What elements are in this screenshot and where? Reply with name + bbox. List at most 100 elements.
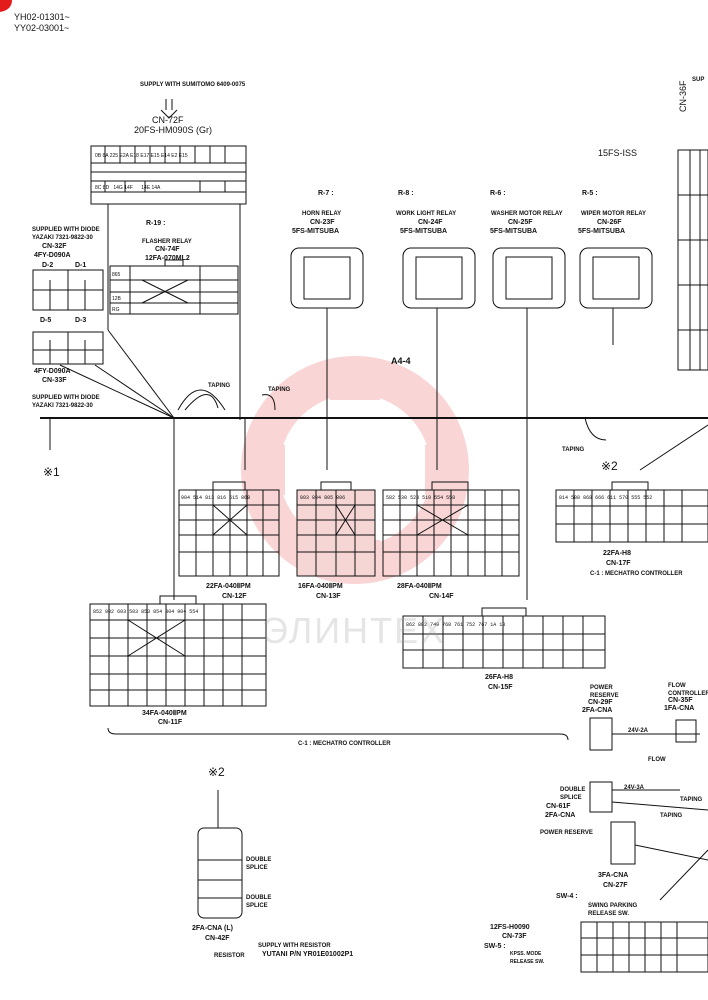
diode-top-note1: SUPPLIED WITH DIODE <box>32 227 100 233</box>
flow-tag: FLOW <box>648 757 666 763</box>
cn11-pins: 852 902 603 503 853 854 804 904 554 <box>93 609 199 615</box>
taping-label-1: TAPING <box>208 383 231 389</box>
diode-bottom-note2: YAZAKI 7321-9822-30 <box>32 403 93 409</box>
cn29-label: CN-29F <box>588 699 613 706</box>
model-range-2: YY02-03001~ <box>14 23 70 33</box>
diode-d2-label: D-2 <box>42 262 54 269</box>
cn73-label: CN-73F <box>502 933 527 940</box>
relay-r8-cn: CN-24F <box>418 219 443 226</box>
relay-r5-cn: CN-26F <box>597 219 622 226</box>
diode-bottom-note1: SUPPLIED WITH DIODE <box>32 395 100 401</box>
taping-label-2: TAPING <box>268 387 291 393</box>
watermark-text: ЭЛИНТЕХ <box>262 610 447 651</box>
diode-d1-label: D-1 <box>75 262 87 269</box>
ref-mark-2: ※2 <box>601 459 618 473</box>
cn42-label: CN-42F <box>205 935 230 942</box>
harness-label: A4-4 <box>391 356 411 366</box>
model-range-1: YH02-01301~ <box>14 12 70 22</box>
sup-label: SUP <box>692 77 705 83</box>
relay-r6-ref: R-6 : <box>490 190 506 197</box>
cn36-connector <box>677 149 708 371</box>
cn35-type: 1FA-CNA <box>664 705 695 712</box>
cn11-connector <box>89 603 267 707</box>
sw4-name: SWING PARKING RELEASE SW. <box>588 903 638 917</box>
resistor-supply: SUPPLY WITH RESISTOR <box>258 943 331 949</box>
power-reserve-2: POWER RESERVE <box>540 830 593 836</box>
cn36-type: 15FS-ISS <box>598 148 638 158</box>
voltage-tag-2: 24V-3A <box>624 785 645 791</box>
cn12-label: CN-12F <box>222 593 247 600</box>
flow-controller: FLOW CONTROLLER <box>668 683 708 697</box>
relay-r5-name: WIPER MOTOR RELAY <box>581 211 647 217</box>
relay-r7-name: HORN RELAY <box>302 211 342 217</box>
sw5-label: SW-5 : <box>484 943 506 950</box>
resistor-label: RESISTOR <box>214 953 245 959</box>
diode-top-cn: CN-32F <box>42 243 67 250</box>
cn27-connector <box>610 821 636 865</box>
cn11-label: CN-11F <box>158 719 183 726</box>
relay-r8-ref: R-8 : <box>398 190 414 197</box>
relay-r8-name: WORK LIGHT RELAY <box>396 211 457 217</box>
relay-r6-name: WASHER MOTOR RELAY <box>491 211 563 217</box>
relay-r6-cn: CN-25F <box>508 219 533 226</box>
taping-right-2: TAPING <box>660 813 683 819</box>
cn61-type: 2FA-CNA <box>545 812 576 819</box>
cn35-connector <box>675 719 697 743</box>
corner-mark <box>0 0 12 12</box>
taping-right-1: TAPING <box>680 797 703 803</box>
diode-bottom-type: 4FY-D090A <box>34 368 71 375</box>
cn17-note: C-1 : MECHATRO CONTROLLER <box>590 571 683 577</box>
cn42-type: 2FA-CNA (L) <box>192 925 233 932</box>
cn61-label: CN-61F <box>546 803 571 810</box>
sw5-name: KPSS. MODE RELEASE SW. <box>510 951 545 965</box>
resistor-part: YUTANI P/N YR01E01002P1 <box>262 951 354 958</box>
cn74-pin-3: RG <box>112 307 120 313</box>
relay-cn24 <box>402 247 476 309</box>
cn36-label: CN-36F <box>678 80 688 112</box>
ref-mark-1: ※1 <box>43 465 60 479</box>
cn29-connector <box>589 717 613 751</box>
cn72-pins-row2: 8C 8D 14G 14F 14E 14A <box>95 185 161 191</box>
controller-label: C-1 : MECHATRO CONTROLLER <box>298 741 391 747</box>
flasher-type: 12FA-070ML2 <box>145 255 190 262</box>
flasher-name: FLASHER RELAY <box>142 239 192 245</box>
cn29-type: 2FA-CNA <box>582 707 613 714</box>
cn12-type: 22FA-040ⅡPM <box>206 583 251 590</box>
cn72-type: 20FS-HM090S (Gr) <box>134 125 213 135</box>
voltage-tag-1: 24V-2A <box>628 728 649 734</box>
diode-d5-label: D-5 <box>40 317 52 324</box>
diode-d3-label: D-3 <box>75 317 87 324</box>
relay-cn25 <box>492 247 566 309</box>
cn74-pin-1: 865 <box>112 272 121 278</box>
diode-top-type: 4FY-D090A <box>34 252 71 259</box>
taping-label-3: TAPING <box>562 447 585 453</box>
cn15-type: 26FA-H8 <box>485 674 514 681</box>
cn27-type: 3FA-CNA <box>598 872 629 879</box>
relay-r5-type: 5FS-MITSUBA <box>578 228 626 235</box>
sw4-label: SW-4 : <box>556 893 578 900</box>
flasher-ref: R-19 : <box>146 220 166 227</box>
cn14-label: CN-14F <box>429 593 454 600</box>
cn74-connector <box>109 265 239 315</box>
relay-r7-type: 5FS-MITSUBA <box>292 228 340 235</box>
cn72-label: CN-72F <box>152 115 184 125</box>
cn13-type: 16FA-040ⅡPM <box>298 583 343 590</box>
relay-r5-ref: R-5 : <box>582 190 598 197</box>
double-splice-3: DOUBLE SPLICE <box>560 787 586 801</box>
cn42-splice <box>197 827 243 919</box>
cn27-label: CN-27F <box>603 882 628 889</box>
cn73-type: 12FS-H0090 <box>490 924 530 931</box>
diode-top-note2: YAZAKI 7321-9822-30 <box>32 235 93 241</box>
flasher-cn: CN-74F <box>155 246 180 253</box>
cn17-pins: 814 588 868 666 611 570 555 552 <box>559 495 653 501</box>
relay-r8-type: 5FS-MITSUBA <box>400 228 448 235</box>
cn72-connector <box>90 145 247 205</box>
power-reserve-1: POWER RESERVE <box>590 685 619 699</box>
cn74-pin-2: 12B <box>112 296 121 302</box>
cn13-label: CN-13F <box>316 593 341 600</box>
cn13-pins: 803 804 805 806 <box>300 495 346 501</box>
cn12-pins: 904 514 813 816 515 868 <box>181 495 251 501</box>
splice-mark: ※2 <box>208 765 225 779</box>
cn17-label: CN-17F <box>606 560 631 567</box>
